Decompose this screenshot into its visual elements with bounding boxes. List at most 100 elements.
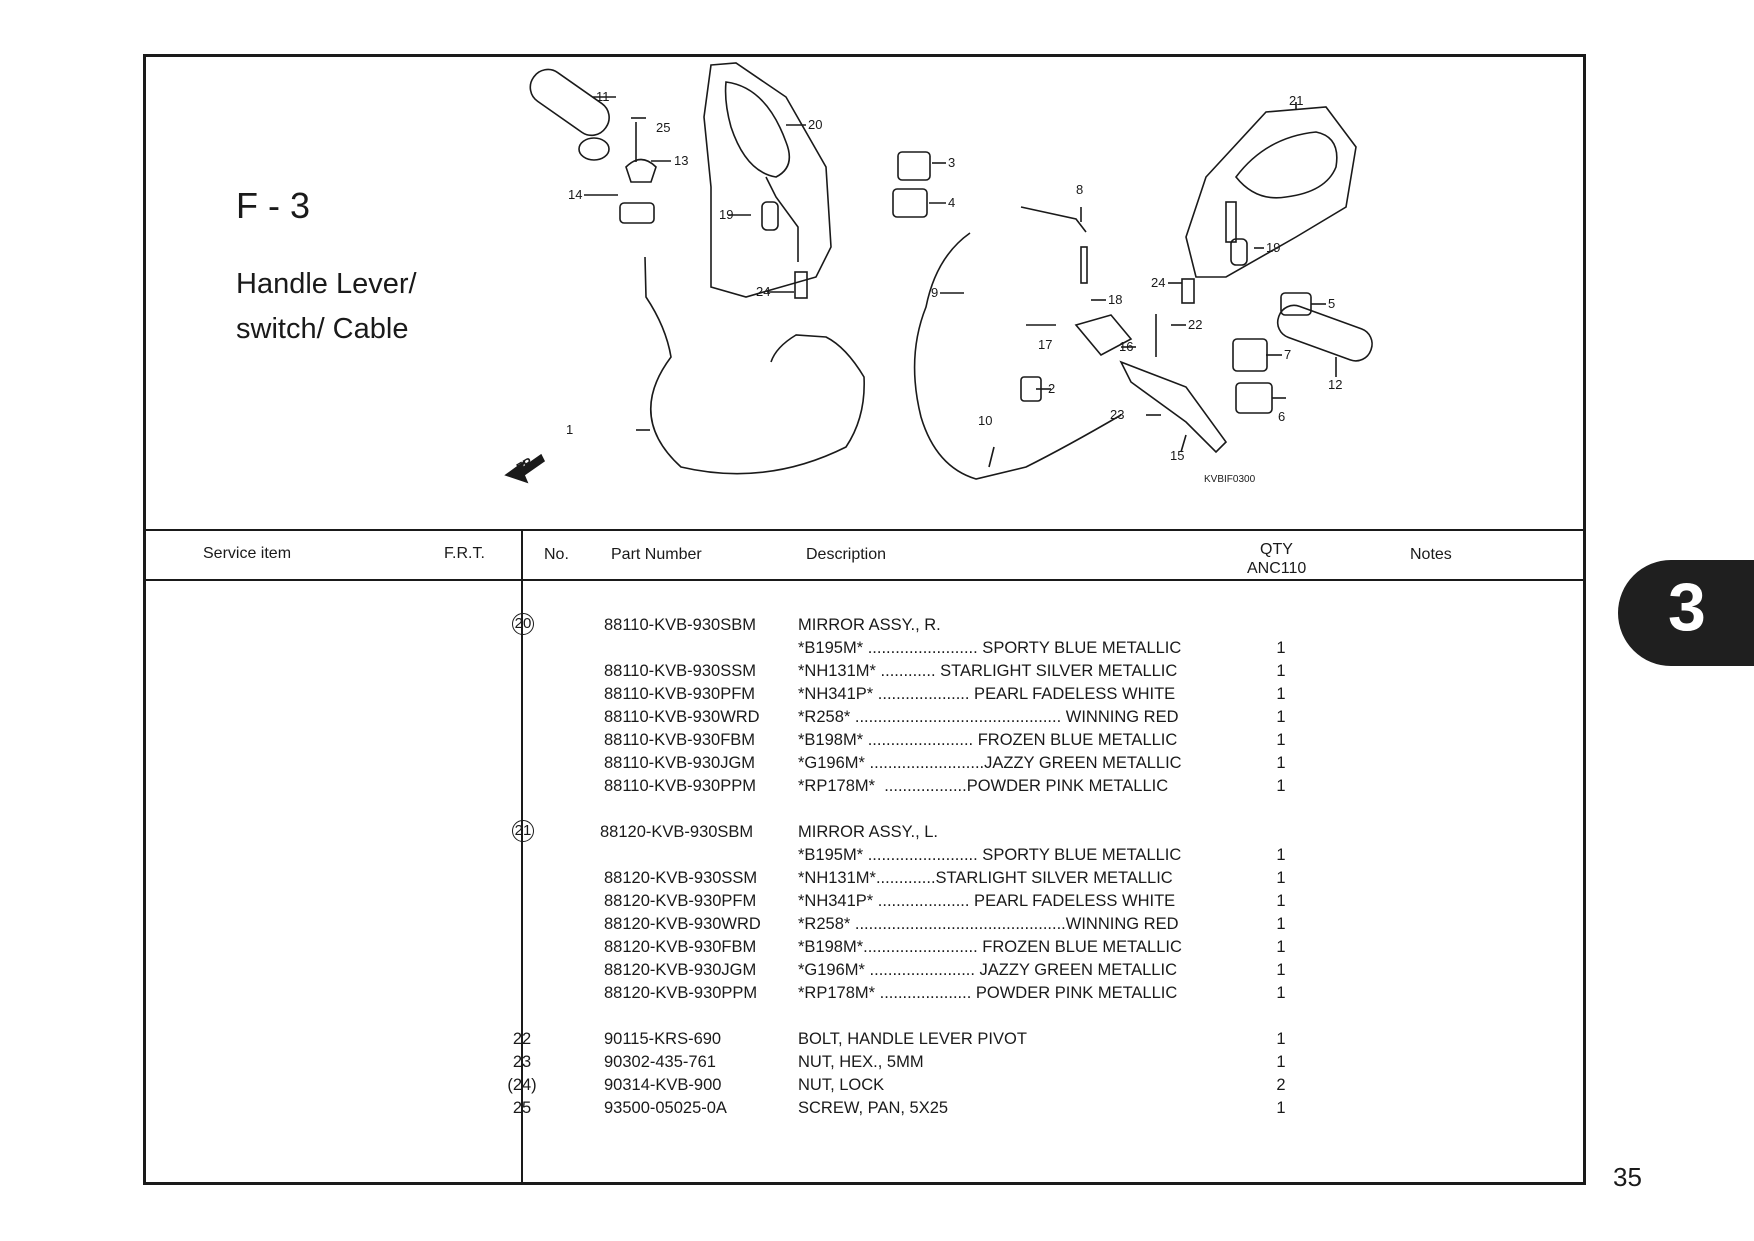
page-frame: F - 3 Handle Lever/ switch/ Cable bbox=[143, 54, 1586, 1185]
part-description: *NH341P* .................... PEARL FADE… bbox=[798, 892, 1176, 910]
part-qty: 1 bbox=[1276, 777, 1286, 795]
table-row: 88110-KVB-930PFM *NH341P* ..............… bbox=[146, 685, 1583, 707]
part-description: *RP178M* .................... POWDER PIN… bbox=[798, 984, 1178, 1002]
part-number: 88120-KVB-930FBM bbox=[604, 938, 757, 956]
header-description: Description bbox=[806, 546, 887, 563]
part-description: MIRROR ASSY., R. bbox=[798, 616, 941, 634]
item-number-circled: 20 bbox=[512, 613, 534, 635]
callout-label: 5 bbox=[1328, 296, 1335, 311]
section-title-line-1: Handle Lever/ bbox=[236, 268, 417, 300]
callout-label: 8 bbox=[1076, 182, 1083, 197]
chapter-number: 3 bbox=[1668, 569, 1706, 645]
item-number: (24) bbox=[507, 1076, 537, 1094]
part-qty: 1 bbox=[1276, 961, 1286, 979]
callout-label: 19 bbox=[719, 207, 733, 222]
part-qty: 1 bbox=[1276, 1053, 1286, 1071]
part-description: *B198M*......................... FROZEN … bbox=[798, 938, 1182, 956]
table-row: 88120-KVB-930SSM *NH131M*.............ST… bbox=[146, 869, 1583, 891]
table-row: 21 88120-KVB-930SBM MIRROR ASSY., L. bbox=[146, 820, 1583, 845]
part-number: 88120-KVB-930JGM bbox=[604, 961, 757, 979]
callout-label: 22 bbox=[1188, 317, 1202, 332]
table-row: (24) 90314-KVB-900 NUT, LOCK 2 bbox=[146, 1076, 1583, 1098]
part-description: *NH341P* .................... PEARL FADE… bbox=[798, 685, 1176, 703]
part-description: *B195M* ........................ SPORTY … bbox=[798, 846, 1182, 864]
table-row: 88110-KVB-930JGM *G196M* ...............… bbox=[146, 754, 1583, 776]
part-description: *NH131M*.............STARLIGHT SILVER ME… bbox=[798, 869, 1173, 887]
item-number: 22 bbox=[512, 1030, 532, 1048]
callout-label: 13 bbox=[674, 153, 688, 168]
part-number: 88110-KVB-930SBM bbox=[604, 616, 756, 634]
callout-label: 21 bbox=[1289, 93, 1303, 108]
callout-label: 15 bbox=[1170, 448, 1184, 463]
part-description: SCREW, PAN, 5X25 bbox=[798, 1099, 949, 1117]
page-number: 35 bbox=[1613, 1162, 1642, 1192]
table-row: 20 88110-KVB-930SBM MIRROR ASSY., R. bbox=[146, 613, 1583, 638]
section-code: F - 3 bbox=[236, 185, 311, 226]
table-row: *B195M* ........................ SPORTY … bbox=[146, 846, 1583, 868]
part-qty: 2 bbox=[1276, 1076, 1286, 1094]
part-number: 88120-KVB-930WRD bbox=[604, 915, 761, 933]
item-number-circled: 21 bbox=[512, 820, 534, 842]
part-qty: 1 bbox=[1276, 846, 1286, 864]
table-row: 88110-KVB-930SSM *NH131M* ............ S… bbox=[146, 662, 1583, 684]
callout-label: 19 bbox=[1266, 240, 1280, 255]
callout-label: 20 bbox=[808, 117, 822, 132]
table-row: 88120-KVB-930PPM *RP178M* ..............… bbox=[146, 984, 1583, 1006]
header-notes: Notes bbox=[1410, 546, 1452, 563]
callout-label: 1 bbox=[566, 422, 573, 437]
header-qty: QTY bbox=[1260, 541, 1293, 558]
part-number: 90115-KRS-690 bbox=[604, 1030, 722, 1048]
column-divider bbox=[521, 529, 523, 1182]
header-frt: F.R.T. bbox=[444, 545, 485, 562]
section-title: Handle Lever/ switch/ Cable bbox=[236, 262, 417, 352]
callout-label: 17 bbox=[1038, 337, 1052, 352]
table-row: 23 90302-435-761 NUT, HEX., 5MM 1 bbox=[146, 1053, 1583, 1075]
part-qty: 1 bbox=[1276, 984, 1286, 1002]
part-qty: 1 bbox=[1276, 915, 1286, 933]
callout-label: 9 bbox=[931, 285, 938, 300]
part-qty: 1 bbox=[1276, 754, 1286, 772]
part-number: 88120-KVB-930SBM bbox=[600, 823, 754, 841]
callout-label: 7 bbox=[1284, 347, 1291, 362]
part-qty: 1 bbox=[1276, 731, 1286, 749]
table-row: 88120-KVB-930JGM *G196M* ...............… bbox=[146, 961, 1583, 983]
part-number: 93500-05025-0A bbox=[604, 1099, 727, 1117]
diagram-code: KVBIF0300 bbox=[1204, 474, 1256, 485]
table-row: 88110-KVB-930WRD *R258* ................… bbox=[146, 708, 1583, 730]
part-description: *RP178M* ..................POWDER PINK M… bbox=[798, 777, 1169, 795]
part-number: 88110-KVB-930FBM bbox=[604, 731, 756, 749]
part-qty: 1 bbox=[1276, 639, 1286, 657]
table-row: *B195M* ........................ SPORTY … bbox=[146, 639, 1583, 661]
exploded-parts-diagram: 1 2 3 4 6 5 7 8 9 10 11 12 13 14 15 16 1… bbox=[504, 62, 1373, 485]
part-qty: 1 bbox=[1276, 685, 1286, 703]
table-row: 88110-KVB-930PPM *RP178M* ..............… bbox=[146, 777, 1583, 799]
callout-label: 12 bbox=[1328, 377, 1342, 392]
part-description: NUT, LOCK bbox=[798, 1076, 885, 1094]
part-qty: 1 bbox=[1276, 869, 1286, 887]
part-number: 90314-KVB-900 bbox=[604, 1076, 722, 1094]
table-row: 25 93500-05025-0A SCREW, PAN, 5X25 1 bbox=[146, 1099, 1583, 1121]
part-description: *B198M* ....................... FROZEN B… bbox=[798, 731, 1178, 749]
part-number: 88120-KVB-930PPM bbox=[604, 984, 758, 1002]
part-description: MIRROR ASSY., L. bbox=[798, 823, 938, 841]
header-model: ANC110 bbox=[1247, 560, 1307, 577]
table-row: 88120-KVB-930WRD *R258* ................… bbox=[146, 915, 1583, 937]
callout-label: 10 bbox=[978, 413, 992, 428]
part-number: 90302-435-761 bbox=[604, 1053, 716, 1071]
part-description: *NH131M* ............ STARLIGHT SILVER M… bbox=[798, 662, 1178, 680]
part-number: 88110-KVB-930WRD bbox=[604, 708, 760, 726]
table-row: 88120-KVB-930FBM *B198M*................… bbox=[146, 938, 1583, 960]
table-row: 88120-KVB-930PFM *NH341P* ..............… bbox=[146, 892, 1583, 914]
part-qty: 1 bbox=[1276, 892, 1286, 910]
part-description: *R258* .................................… bbox=[798, 708, 1179, 726]
callout-label: 18 bbox=[1108, 292, 1122, 307]
part-number: 88110-KVB-930JGM bbox=[604, 754, 756, 772]
part-qty: 1 bbox=[1276, 1030, 1286, 1048]
part-description: *R258* .................................… bbox=[798, 915, 1179, 933]
chapter-tab: 3 bbox=[1618, 560, 1754, 666]
header-part-number: Part Number bbox=[611, 546, 702, 563]
callout-label: 24 bbox=[1151, 275, 1165, 290]
part-number: 88110-KVB-930PFM bbox=[604, 685, 756, 703]
header-top-rule bbox=[146, 529, 1583, 531]
part-qty: 1 bbox=[1276, 1099, 1286, 1117]
